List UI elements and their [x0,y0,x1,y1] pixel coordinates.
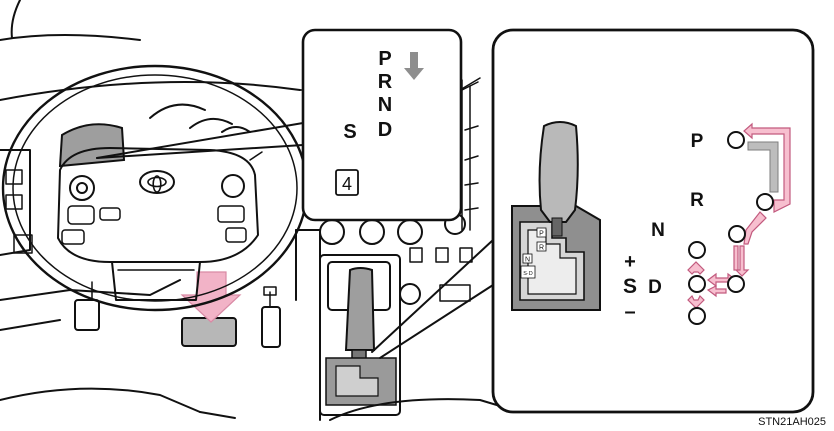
gate-position-r [757,194,773,210]
svg-text:N: N [525,257,530,264]
gate-s-label: S [623,275,637,298]
gate-position-minus [689,308,705,324]
gate-plus-label: + [624,251,636,273]
svg-text:R: R [539,245,544,252]
gate-position-s [689,276,705,292]
gate-p-label: P [691,131,704,152]
knob-plate-n: N [523,254,532,264]
gate-r-label: R [690,190,704,211]
indicator-d-label: D [378,119,392,141]
toyota-emblem-icon [140,171,174,193]
svg-text:S·D: S·D [523,271,533,277]
indicator-r-label: R [378,71,393,93]
figure-code: STN21AH025 [758,416,826,428]
gate-minus-label: – [624,301,635,323]
indicator-s-label: S [343,121,356,143]
gate-position-d [728,276,744,292]
svg-text:P: P [539,231,544,238]
gate-n-label: N [651,220,665,241]
knob-plate-p: P [537,228,546,238]
indicator-p-label: P [378,48,391,70]
gate-position-plus [689,242,705,258]
knob-plate-r: R [537,242,546,252]
gate-position-n [729,226,745,242]
knob-plate-sd: S·D [521,266,535,278]
gate-d-label: D [648,277,662,298]
indicator-n-label: N [378,94,392,116]
gate-position-p [728,132,744,148]
brake-pedal [182,318,236,346]
gear-position-number: 4 [342,174,352,194]
steering-wheel [3,66,307,310]
